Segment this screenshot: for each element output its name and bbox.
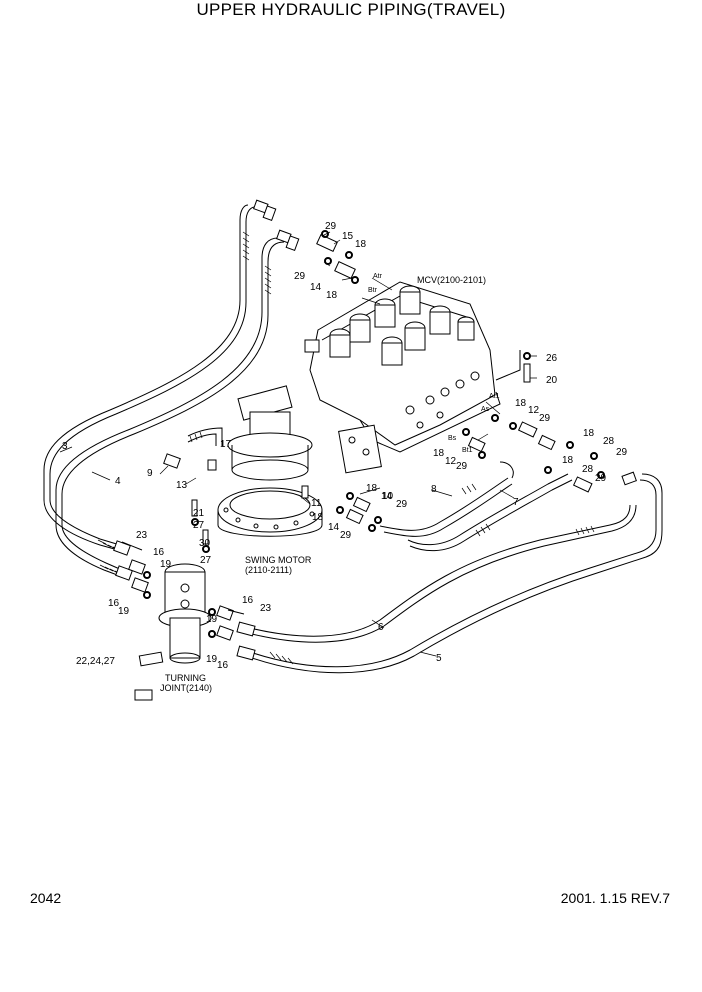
callout-3: 3	[62, 441, 68, 452]
callout-5: 5	[436, 653, 442, 664]
callout-29: 29	[456, 461, 468, 472]
callout-14: 14	[328, 522, 340, 533]
callout-labels: 29 15 18 29 14 18 Atr Btr MCV(2100-2101)…	[62, 221, 628, 693]
callout-18: 18	[312, 512, 324, 523]
callout-17: 17	[220, 439, 232, 450]
callout-19: 19	[118, 606, 130, 617]
callout-29: 29	[539, 413, 551, 424]
callout-21: 21	[193, 508, 205, 519]
callout-16: 16	[217, 660, 229, 671]
hose-7-8	[379, 461, 573, 552]
callout-16: 16	[108, 598, 120, 609]
callout-18: 18	[366, 483, 378, 494]
turning-joint-code: JOINT(2140)	[160, 683, 212, 693]
callout-18: 18	[515, 398, 527, 409]
mcv-label: MCV(2100-2101)	[417, 275, 486, 285]
turning-joint-label: TURNING	[165, 673, 206, 683]
port-bs: Bs	[448, 435, 457, 442]
revision-date: 2001. 1.15 REV.7	[560, 890, 670, 906]
callout-12: 12	[445, 456, 457, 467]
callout-6: 6	[378, 622, 384, 633]
callout-18: 18	[326, 290, 338, 301]
callout-15: 15	[342, 231, 354, 242]
callout-19: 19	[206, 614, 218, 625]
callout-29: 29	[325, 221, 337, 232]
callout-29: 29	[396, 499, 408, 510]
port-atr: Atr	[373, 273, 383, 280]
port-btr: Btr	[368, 287, 378, 294]
callout-14: 14	[310, 282, 322, 293]
callout-28: 28	[603, 436, 615, 447]
callout-26: 26	[546, 353, 558, 364]
callout-10: 10	[382, 491, 394, 502]
callout-9: 9	[147, 468, 153, 479]
mcv-spools	[329, 285, 475, 366]
callout-7: 7	[513, 497, 519, 508]
page-title: UPPER HYDRAULIC PIPING(TRAVEL)	[196, 0, 506, 19]
callout-18: 18	[562, 455, 574, 466]
hose-6	[249, 504, 637, 643]
swing-motor-code: (2110-2111)	[245, 565, 292, 575]
port-at1: At1	[489, 393, 500, 400]
callout-18: 18	[583, 428, 595, 439]
port-bt1: Bt1	[462, 447, 473, 454]
hose-5-6-fittings	[236, 471, 637, 661]
callout-13: 13	[176, 480, 188, 491]
hose-5	[249, 473, 663, 674]
callout-16: 16	[153, 547, 165, 558]
fittings	[121, 230, 605, 641]
swing-motor	[187, 385, 323, 537]
callout-27: 27	[200, 555, 212, 566]
callout-11: 11	[311, 498, 322, 509]
page-number: 2042	[30, 890, 62, 906]
swing-motor-label: SWING MOTOR	[245, 555, 312, 565]
callout-29: 29	[595, 473, 607, 484]
callout-30: 30	[199, 538, 211, 549]
turning-joint	[134, 563, 212, 701]
callout-12: 12	[528, 405, 540, 416]
callout-18: 18	[355, 239, 367, 250]
hose-4	[55, 237, 285, 577]
hose-fittings-bottom	[113, 540, 133, 581]
callout-29: 29	[616, 447, 628, 458]
callout-16: 16	[242, 595, 254, 606]
callout-8: 8	[431, 484, 437, 495]
hose-fittings-top	[253, 199, 300, 251]
callout-4: 4	[115, 476, 121, 487]
callout-23: 23	[136, 530, 148, 541]
callout-18: 18	[433, 448, 445, 459]
callout-23: 23	[260, 603, 272, 614]
callout-20: 20	[546, 375, 558, 386]
callout-19: 19	[206, 654, 218, 665]
leader-lines	[59, 231, 537, 657]
callout-22-24-27: 22,24,27	[76, 656, 115, 667]
mcv-assembly	[304, 281, 521, 474]
callout-14: 14	[381, 491, 393, 502]
callout-27: 27	[193, 520, 205, 531]
callout-29: 29	[294, 271, 306, 282]
callout-19: 19	[160, 559, 172, 570]
callout-29: 29	[340, 530, 352, 541]
port-as: As	[481, 406, 490, 413]
hose-3	[43, 204, 255, 552]
callout-28: 28	[582, 464, 594, 475]
mcv-ports	[304, 339, 480, 474]
